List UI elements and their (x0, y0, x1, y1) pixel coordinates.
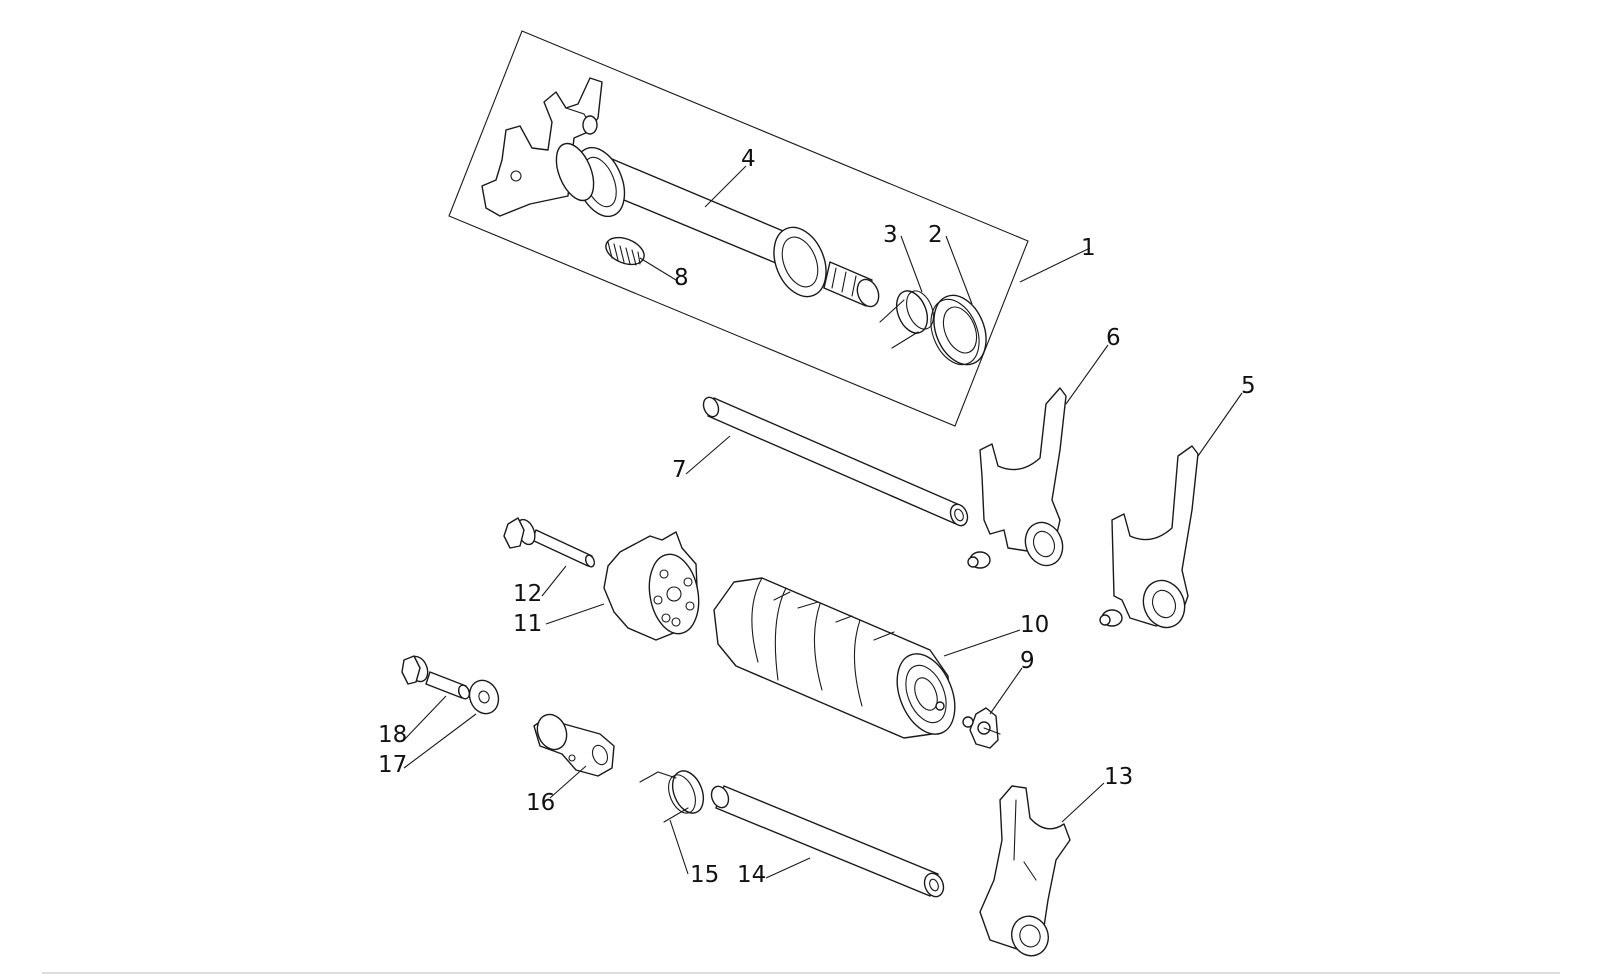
leader-10 (943, 629, 1021, 657)
part-shift-fork-5 (1099, 445, 1199, 629)
callout-14: 14 (737, 862, 766, 888)
callout-2: 2 (928, 222, 943, 248)
callout-15: 15 (690, 862, 719, 888)
callout-9: 9 (1020, 648, 1035, 674)
part-drum-segment-11 (603, 531, 700, 641)
callout-labels: 1 2 3 4 5 6 7 8 9 10 11 12 13 14 15 16 1… (378, 146, 1256, 888)
leader-4 (704, 165, 747, 208)
part-washer-17 (468, 679, 500, 715)
part-bolt-18 (401, 655, 471, 700)
leader-11 (545, 603, 605, 625)
leader-3 (900, 235, 923, 293)
part-spring-8 (605, 236, 645, 266)
leader-12 (541, 565, 567, 597)
callout-18: 18 (378, 722, 407, 748)
callout-10: 10 (1020, 612, 1049, 638)
callout-13: 13 (1104, 764, 1133, 790)
leader-15 (669, 819, 689, 875)
part-shift-drum-10 (713, 577, 956, 739)
leader-18 (403, 695, 447, 741)
callout-3: 3 (883, 222, 898, 248)
callout-7: 7 (672, 457, 687, 483)
leader-13 (1061, 782, 1105, 823)
callout-17: 17 (378, 752, 407, 778)
part-lever-arm-16 (533, 713, 615, 777)
callout-16: 16 (526, 790, 555, 816)
callout-11: 11 (513, 611, 542, 637)
part-bolt-12 (503, 517, 596, 568)
callout-5: 5 (1241, 373, 1256, 399)
part-oil-seal-2 (930, 294, 987, 366)
callout-6: 6 (1106, 325, 1121, 351)
assembly-group-frame (448, 30, 1029, 427)
leader-lines (403, 165, 1243, 879)
leader-14 (765, 857, 811, 879)
part-torsion-spring-3 (879, 290, 934, 349)
part-gear-shift-shaft (481, 77, 880, 308)
callout-12: 12 (513, 581, 542, 607)
callout-4: 4 (741, 146, 756, 172)
part-torsion-spring-15 (639, 770, 705, 823)
part-fork-shaft-14 (710, 785, 945, 898)
leader-16 (549, 765, 587, 799)
part-stopper-9 (962, 707, 1001, 749)
leader-9 (989, 667, 1023, 715)
leader-2 (945, 235, 973, 305)
leader-5 (1197, 392, 1243, 457)
leader-17 (403, 713, 477, 769)
leader-7 (685, 435, 731, 475)
leader-1 (1019, 247, 1091, 283)
part-fork-shaft-7 (702, 396, 969, 527)
leader-8 (639, 257, 677, 281)
part-shift-fork-6 (967, 387, 1067, 569)
callout-8: 8 (674, 265, 689, 291)
callout-1: 1 (1081, 235, 1096, 261)
leader-6 (1065, 344, 1109, 405)
part-shift-fork-13 (979, 785, 1071, 957)
